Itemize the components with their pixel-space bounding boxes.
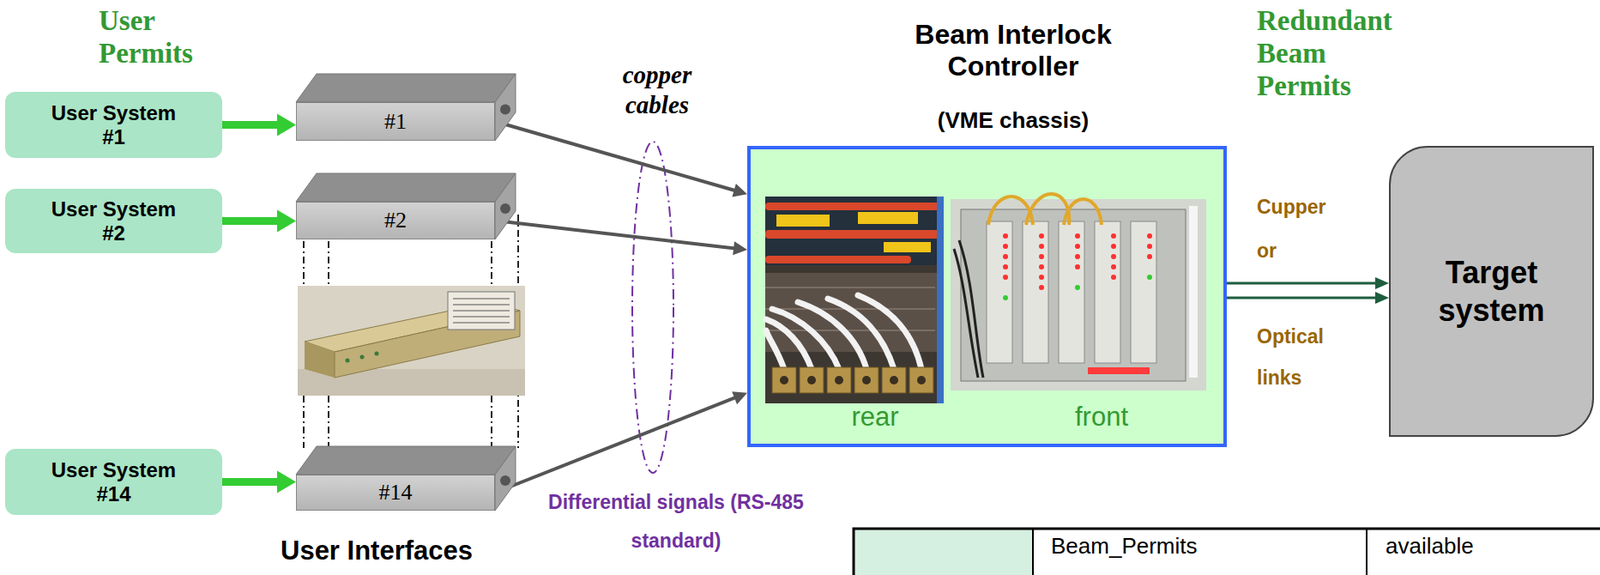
photo-caption: rear [823,401,927,433]
interface-number: #2 [384,206,407,234]
arrow-head [731,183,748,197]
cable-label: copper cables [597,60,718,121]
user-system-box: User System #2 [5,188,223,254]
connector-line [495,397,737,493]
interface-side-face [495,446,516,511]
interface-top-face [295,173,516,202]
link-note: Optical links [1256,315,1343,399]
controller-heading: Beam Interlock Controller (VME chassis) [845,18,1181,133]
controller-box: Beam Interlock Controller(VME chassis) [747,145,1227,447]
link-note: Cupper or [1256,185,1343,273]
connector-line [222,120,279,129]
interface-number: #14 [379,478,413,506]
interface-faces [295,73,520,143]
interface-top-face [295,73,516,103]
arrow-head [277,114,296,137]
user-system-box: User System #14 [5,448,223,515]
signal-note: Differential signals (RS-485 standard) [547,483,805,561]
user-system-box: User System #1 [5,91,223,158]
box-label: User System #2 [41,197,188,245]
arrow-head [731,391,748,405]
interface-box: #1 [295,102,496,141]
connector-line [495,220,736,248]
box-label: User System #14 [41,458,188,506]
interface-side-face [495,73,516,141]
connector-line [222,217,279,225]
group-heading: User Permits [98,5,219,71]
connector-socket [500,104,511,115]
controller-ground [747,145,1227,447]
table-cell: Beam_Permits [1050,533,1198,560]
target-box: Target system [1388,145,1594,437]
photo-caption: front [1050,401,1154,433]
rear-photo [765,196,944,404]
copper-cable [495,121,748,198]
copper-cable [495,391,748,493]
permit-arrow [222,210,296,233]
controller-title: Beam Interlock Controller [845,18,1181,83]
permit-link [1226,277,1389,290]
table-cell: available [1385,533,1474,560]
connector-line [222,477,279,486]
permit-arrow [222,114,296,137]
arrow-head [1375,277,1389,290]
arrow-head [277,210,296,233]
controller-subtitle: (VME chassis) [845,108,1181,134]
status-table [853,528,1600,575]
permit-link [1226,291,1389,304]
interface-box: #14 [295,474,496,511]
connector-socket [500,475,511,486]
arrow-head [277,470,296,494]
connector-line [1226,295,1377,299]
group-heading: Redundant Beam Permits [1256,5,1420,103]
interface-photo [297,285,526,396]
front-photo [950,193,1207,391]
box-label: Target system [1400,253,1582,328]
connector-line [1226,282,1377,285]
permit-arrow [222,470,296,494]
arrow-head [732,241,748,255]
interface-side-face [495,173,516,240]
connector-line [495,121,737,192]
connector-socket [500,203,511,214]
arrow-head [1375,291,1389,304]
box-label: User System #1 [41,101,188,149]
interface-box: #2 [295,201,496,240]
interface-faces [295,173,520,242]
copper-cable [495,220,748,255]
interface-number: #1 [384,108,407,135]
interface-top-face [295,446,516,475]
group-caption: User Interfaces [280,535,473,567]
